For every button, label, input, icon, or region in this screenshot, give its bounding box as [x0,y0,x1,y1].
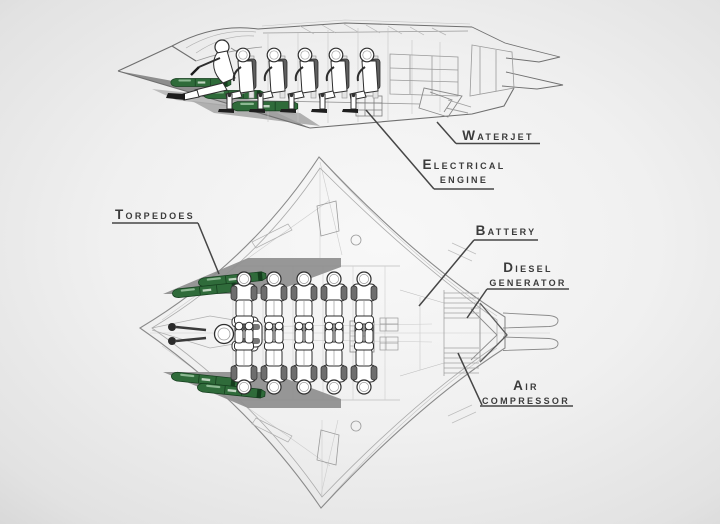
waterjet-mechanism [418,87,472,118]
leader-line-diesel-generator [466,288,488,319]
machinery-side [389,53,459,97]
label-air-compressor-line2: compressor [481,391,571,407]
label-electrical-engine-line2: engine [439,170,489,186]
tail-booms [502,312,559,351]
label-torpedoes-text: Torpedoes [115,207,195,222]
label-electrical-engine-line1: Electrical [422,157,506,172]
label-waterjet-text: Waterjet [462,128,534,143]
label-battery-text: Battery [475,223,537,238]
label-air-compressor: Air compressor [482,379,570,406]
louvers [443,290,479,376]
hull-outline [117,22,564,129]
diver-row-side [217,47,381,115]
leader-line-battery [418,239,475,307]
annotations [112,109,573,407]
stern-structure [185,19,515,97]
label-battery: Battery [476,224,537,238]
hull-shelf [192,101,320,126]
leader-line-torpedoes [197,222,220,275]
label-air-compressor-line1: Air [513,378,539,393]
leader-line-air-compressor [457,352,483,406]
label-waterjet: Waterjet [462,129,533,143]
label-diesel-generator: Diesel generator [489,261,566,288]
wing-windows [251,200,477,466]
side-view [117,19,564,129]
label-electrical-engine: Electrical engine [423,158,506,185]
label-diesel-generator-line1: Diesel [503,260,553,275]
leader-line-electrical-engine [365,109,435,190]
hull-outline-outer [138,156,506,509]
top-view [138,156,559,509]
stern-chevron [470,302,508,363]
label-torpedoes: Torpedoes [115,208,195,222]
hull-outline-inner [151,167,498,498]
leader-line-waterjet [436,121,457,144]
label-diesel-generator-line2: generator [489,273,567,289]
